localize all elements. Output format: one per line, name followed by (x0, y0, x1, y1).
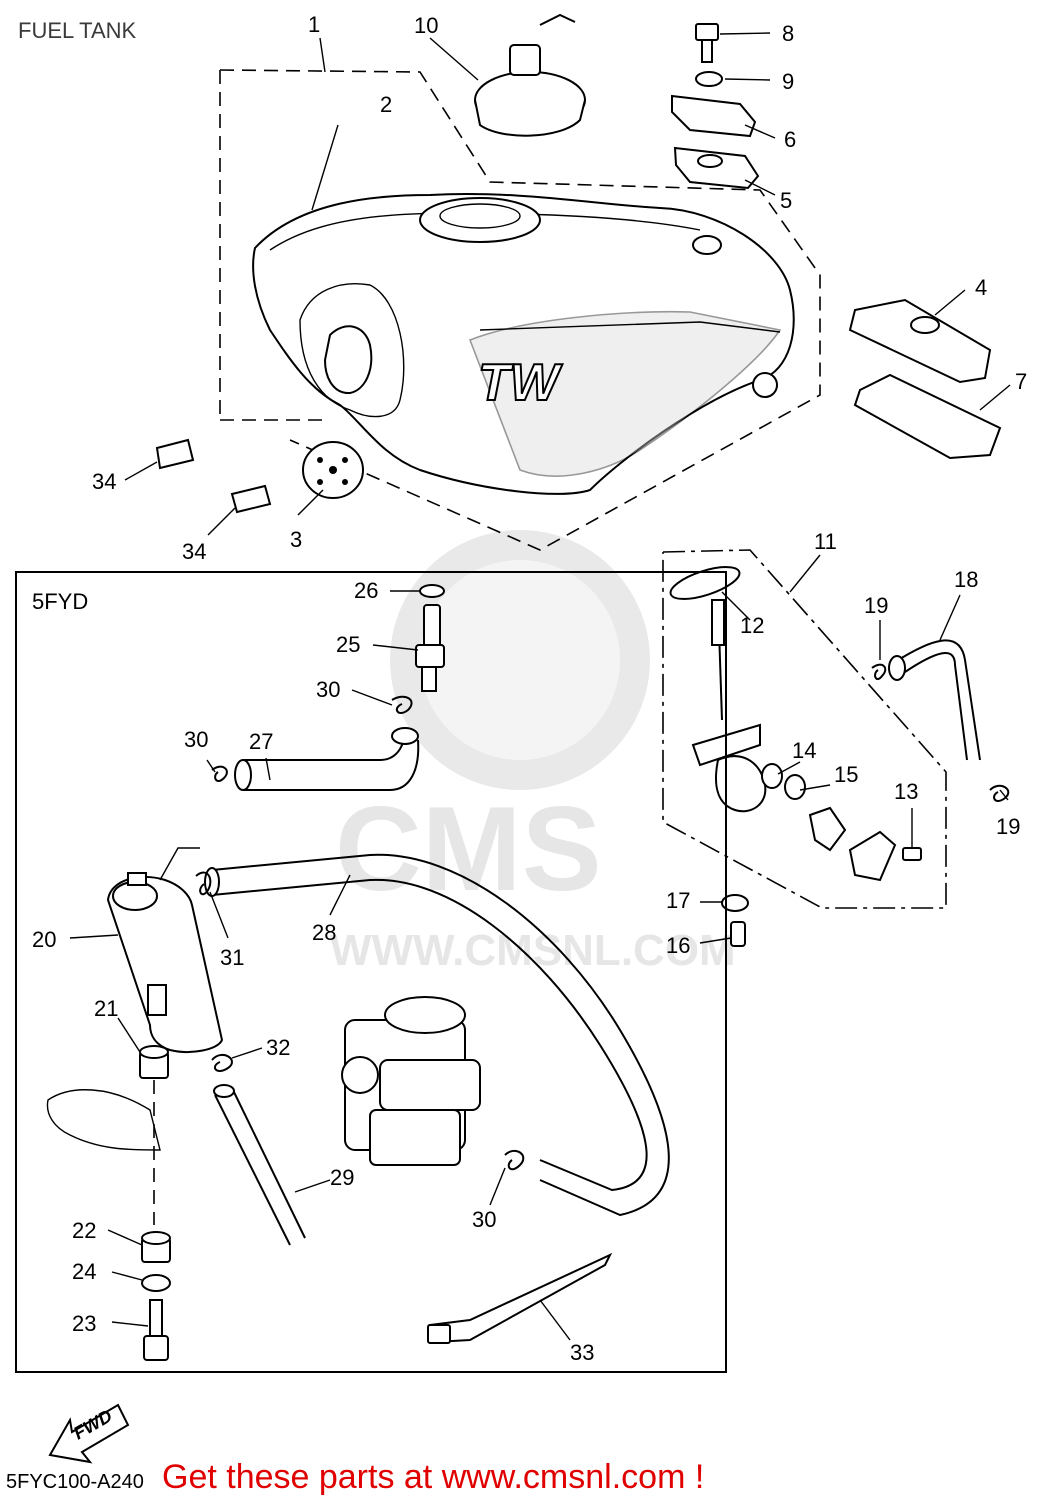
callout-26: 26 (354, 578, 378, 603)
callout-28: 28 (312, 920, 336, 945)
callout-30-b: 30 (184, 727, 208, 752)
oring-26 (419, 584, 445, 598)
watermark-url: WWW.CMSNL.COM (330, 926, 736, 975)
tank-logo: TW (478, 354, 563, 412)
callout-6: 6 (784, 127, 796, 152)
petcock-assembly-outline (662, 549, 947, 909)
hose-28 (211, 853, 670, 1217)
callout-3: 3 (290, 527, 302, 552)
callout-18: 18 (954, 567, 978, 592)
callout-17: 17 (666, 888, 690, 913)
watermark-brand: CMS (335, 782, 602, 916)
callout-13: 13 (894, 779, 918, 804)
callout-23: 23 (72, 1311, 96, 1336)
callout-12: 12 (740, 613, 764, 638)
tank-grommet (692, 235, 722, 255)
clip-32 (211, 1054, 233, 1072)
callout-29: 29 (330, 1165, 354, 1190)
callout-20: 20 (32, 927, 56, 952)
gasket-15 (784, 774, 806, 800)
diagram-title: FUEL TANK (18, 18, 137, 43)
lever (808, 806, 847, 852)
damper-3 (302, 441, 364, 499)
bolt-16 (730, 921, 746, 947)
washer-9 (695, 71, 723, 87)
clip-31 (195, 871, 212, 896)
fuel-tank: TW (252, 193, 795, 495)
callout-30-a: 30 (316, 677, 340, 702)
clip-30-c (504, 1149, 525, 1171)
callout-11: 11 (814, 529, 837, 554)
bolt-8 (695, 23, 719, 63)
bracket-5 (673, 146, 760, 190)
callout-22: 22 (72, 1218, 96, 1243)
carburetor (341, 996, 481, 1166)
frame-bracket (46, 1089, 161, 1151)
callout-15: 15 (834, 762, 858, 787)
hose-18 (894, 639, 981, 761)
callout-2: 2 (380, 92, 392, 117)
callout-7: 7 (1015, 369, 1027, 394)
callout-27: 27 (249, 729, 273, 754)
callout-10: 10 (414, 13, 438, 38)
callout-1: 1 (308, 12, 320, 37)
fwd-arrow: FWD (48, 1403, 130, 1464)
callout-31: 31 (220, 945, 244, 970)
bracket-4 (848, 298, 992, 384)
cable-tie-33 (427, 1252, 613, 1344)
plate (848, 830, 897, 882)
reference-code: 5FYC100-A240 (6, 1471, 144, 1493)
bolt-23 (143, 1299, 169, 1361)
clip-19-a (871, 663, 887, 680)
callout-32: 32 (266, 1035, 290, 1060)
callout-21: 21 (94, 996, 118, 1021)
callout-19-b: 19 (996, 814, 1020, 839)
collar-22 (141, 1231, 171, 1263)
gasket-12 (669, 566, 741, 600)
washer-17 (721, 894, 749, 912)
callout-25: 25 (336, 632, 360, 657)
callout-34-b: 34 (182, 539, 206, 564)
pad-34-b (230, 484, 272, 514)
watermark: CMS WWW.CMSNL.COM (330, 530, 736, 975)
clip-30-a (391, 695, 413, 714)
callout-4: 4 (975, 275, 987, 300)
callout-16: 16 (666, 933, 690, 958)
variant-box (15, 571, 727, 1373)
fuel-cap (474, 13, 586, 137)
callout-34-a: 34 (92, 469, 116, 494)
bracket-6 (671, 94, 757, 138)
oring-14 (761, 763, 783, 789)
fitting-25 (415, 604, 445, 692)
callout-5: 5 (780, 188, 792, 213)
callout-30-c: 30 (472, 1207, 496, 1232)
hose-29 (214, 1087, 306, 1246)
pad-7 (853, 373, 1002, 460)
callouts: 1 2 3 4 5 6 7 8 9 10 11 12 13 14 15 16 1… (32, 12, 1027, 1365)
pad-34-a (155, 438, 195, 470)
leader-lines (69, 32, 1011, 1341)
callout-9: 9 (782, 69, 794, 94)
damper-21 (139, 1045, 169, 1079)
callout-33: 33 (570, 1340, 594, 1365)
tank-assembly-outline (219, 69, 821, 551)
clip-19-b (989, 784, 1010, 802)
callout-24: 24 (72, 1259, 96, 1284)
clip-30-b (211, 765, 228, 782)
variant-box-label: 5FYD (32, 589, 88, 614)
fuel-pump-20 (106, 872, 224, 1053)
promo-link[interactable]: Get these parts at www.cmsnl.com ! (162, 1458, 704, 1496)
screw-13 (902, 847, 922, 861)
washer-24 (141, 1274, 171, 1292)
callout-8: 8 (782, 21, 794, 46)
callout-19-a: 19 (864, 593, 888, 618)
callout-14: 14 (792, 738, 816, 763)
